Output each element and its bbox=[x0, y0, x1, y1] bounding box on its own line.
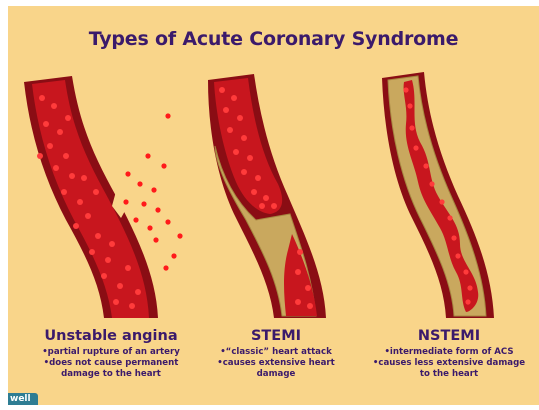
blood-cell bbox=[129, 303, 135, 309]
blood-cell bbox=[153, 237, 158, 242]
blood-cell bbox=[413, 145, 418, 150]
blood-cell bbox=[467, 285, 472, 290]
blood-cell bbox=[57, 129, 63, 135]
blood-cell bbox=[447, 215, 452, 220]
blood-cell bbox=[247, 155, 253, 161]
blood-cell bbox=[463, 269, 468, 274]
blood-cell bbox=[305, 285, 311, 291]
blood-cell bbox=[409, 125, 414, 130]
blood-cell bbox=[231, 95, 237, 101]
blood-cell bbox=[141, 201, 146, 206]
blood-cell bbox=[227, 127, 233, 133]
blood-cell bbox=[47, 143, 53, 149]
blood-cell bbox=[65, 115, 71, 121]
stemi-caption: STEMI •“classic” heart attack •causes ex… bbox=[191, 328, 361, 380]
blood-cell bbox=[241, 135, 247, 141]
blood-cell bbox=[423, 163, 428, 168]
unstable-angina-caption: Unstable angina •partial rupture of an a… bbox=[26, 328, 196, 380]
blood-cell bbox=[259, 203, 265, 209]
blood-cell bbox=[135, 289, 141, 295]
blood-cell bbox=[263, 195, 269, 201]
blood-cell bbox=[81, 175, 87, 181]
blood-cell bbox=[77, 199, 83, 205]
panel-bullet: •intermediate form of ACS bbox=[364, 347, 534, 358]
blood-cell bbox=[73, 223, 79, 229]
blood-cell bbox=[125, 171, 130, 176]
blood-cell bbox=[439, 199, 444, 204]
blood-cell bbox=[403, 87, 408, 92]
blood-cell bbox=[137, 181, 142, 186]
blood-cell bbox=[295, 299, 301, 305]
panel-bullet: damage to the heart bbox=[26, 369, 196, 380]
blood-clot bbox=[214, 78, 282, 214]
blood-cell bbox=[165, 219, 170, 224]
panel-title: NSTEMI bbox=[364, 328, 534, 344]
panel-bullet: damage bbox=[191, 369, 361, 380]
artery-lumen bbox=[32, 80, 149, 318]
brand-logo: well bbox=[8, 393, 38, 405]
blood-cell bbox=[85, 213, 91, 219]
unstable-angina-artery bbox=[24, 76, 183, 318]
blood-cell bbox=[165, 113, 170, 118]
nstemi-artery bbox=[382, 72, 494, 318]
blood-cell bbox=[161, 163, 166, 168]
blood-cell bbox=[155, 207, 160, 212]
blood-cell bbox=[69, 173, 75, 179]
blood-cell bbox=[53, 165, 59, 171]
blood-cell bbox=[151, 187, 156, 192]
panel-bullet: to the heart bbox=[364, 369, 534, 380]
blood-cell bbox=[133, 217, 138, 222]
blood-cell bbox=[307, 303, 313, 309]
blood-cell bbox=[451, 235, 456, 240]
blood-cell bbox=[455, 253, 460, 258]
blood-cell bbox=[61, 189, 67, 195]
blood-cell bbox=[101, 273, 107, 279]
blood-cell bbox=[271, 203, 277, 209]
blood-cell bbox=[105, 257, 111, 263]
blood-cell bbox=[63, 153, 69, 159]
panel-bullet: •causes less extensive damage bbox=[364, 358, 534, 369]
blood-cell bbox=[297, 249, 303, 255]
blood-cell bbox=[125, 265, 131, 271]
blood-cell bbox=[233, 149, 239, 155]
blood-cell bbox=[163, 265, 168, 270]
blood-cell bbox=[177, 233, 182, 238]
blood-cell bbox=[219, 87, 225, 93]
blood-cell bbox=[251, 189, 257, 195]
blood-cell bbox=[117, 283, 123, 289]
stemi-artery bbox=[208, 74, 326, 318]
blood-cell bbox=[295, 269, 301, 275]
nstemi-caption: NSTEMI •intermediate form of ACS •causes… bbox=[364, 328, 534, 380]
panel-title: Unstable angina bbox=[26, 328, 196, 344]
blood-cell bbox=[113, 299, 119, 305]
panel-title: STEMI bbox=[191, 328, 361, 344]
blood-cell bbox=[145, 153, 150, 158]
blood-cell bbox=[147, 225, 152, 230]
blood-cell bbox=[39, 95, 45, 101]
blood-cell bbox=[51, 103, 57, 109]
blood-cell bbox=[237, 115, 243, 121]
panel-bullet: •“classic” heart attack bbox=[191, 347, 361, 358]
blood-cell bbox=[407, 103, 412, 108]
blood-cell bbox=[43, 121, 49, 127]
blood-cell bbox=[93, 189, 99, 195]
panel-bullet: •causes extensive heart bbox=[191, 358, 361, 369]
blood-cell bbox=[223, 107, 229, 113]
blood-cell bbox=[95, 233, 101, 239]
blood-cell bbox=[109, 241, 115, 247]
blood-cell bbox=[37, 153, 43, 159]
panel-bullet: •does not cause permanent bbox=[26, 358, 196, 369]
blood-cell bbox=[465, 299, 470, 304]
blood-cell bbox=[171, 253, 176, 258]
panel-bullet: •partial rupture of an artery bbox=[26, 347, 196, 358]
blood-cell bbox=[241, 169, 247, 175]
blood-cell bbox=[255, 175, 261, 181]
blood-cell bbox=[89, 249, 95, 255]
blood-cell bbox=[429, 181, 434, 186]
infographic: Types of Acute Coronary Syndrome bbox=[8, 6, 539, 405]
blood-cell bbox=[123, 199, 128, 204]
